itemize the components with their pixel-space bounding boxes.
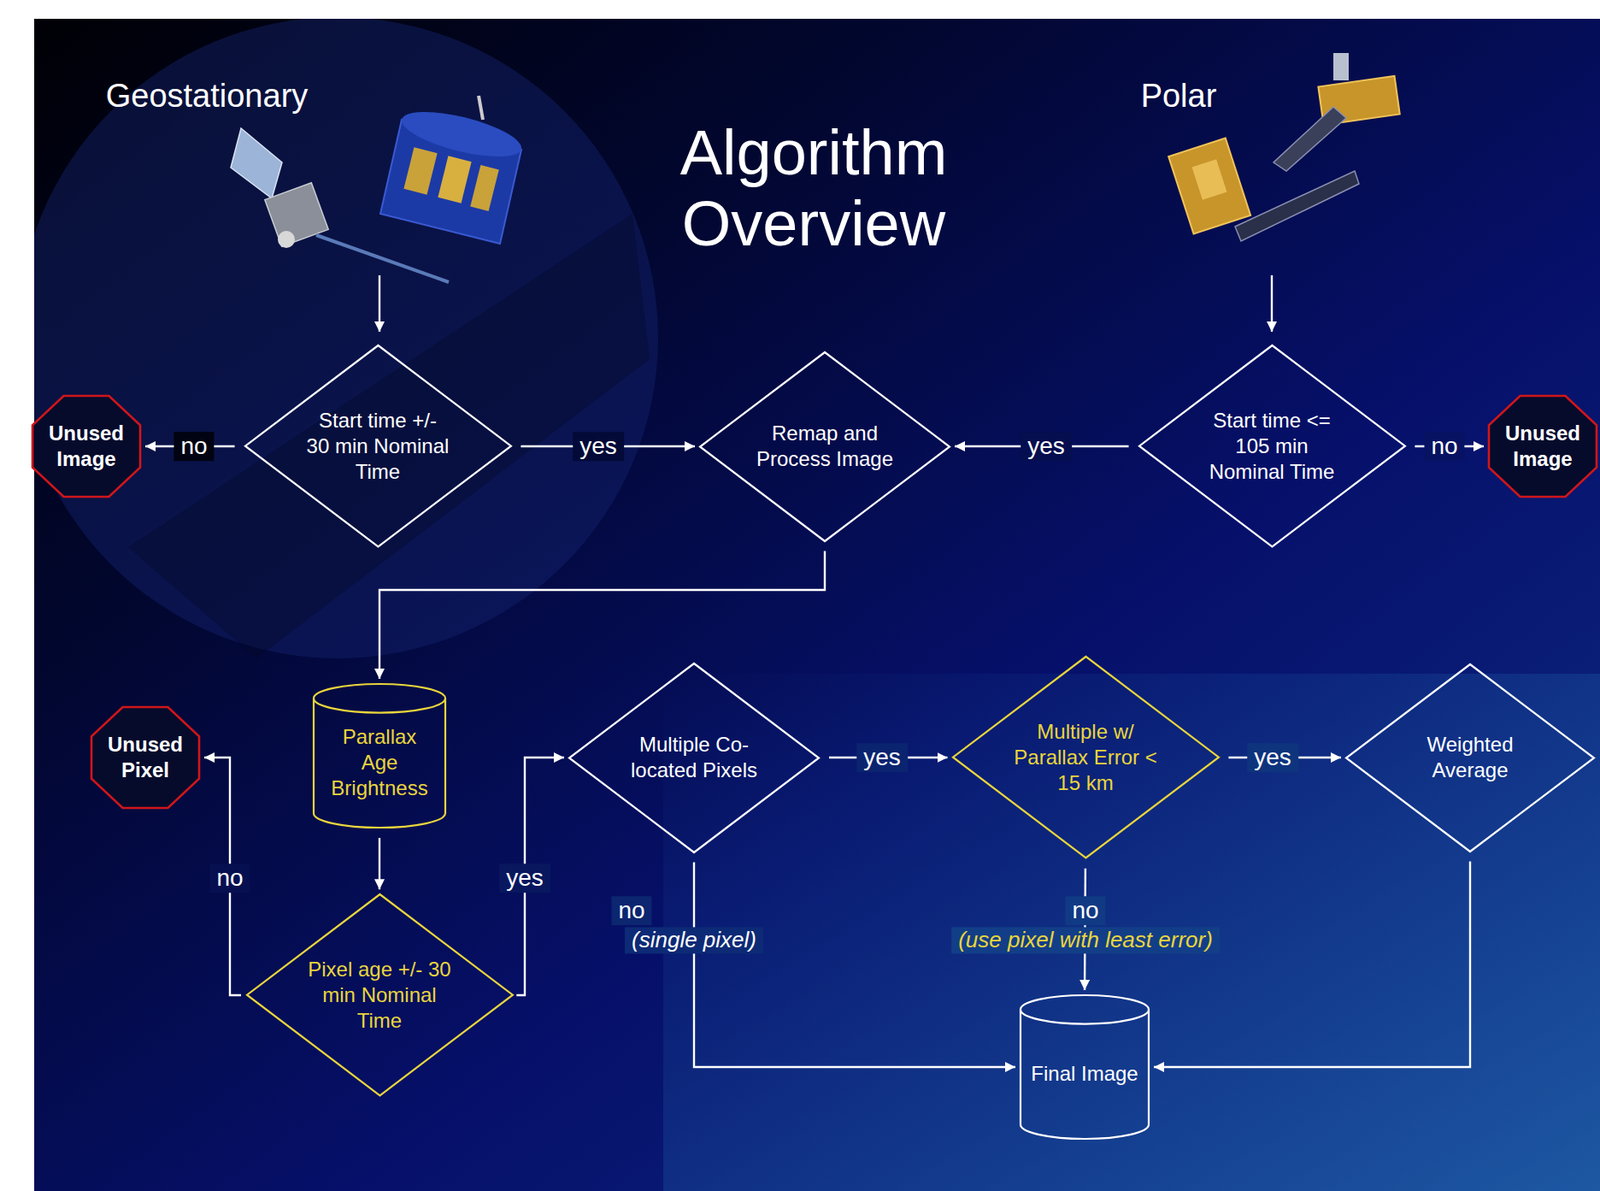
diamond-outline: [1346, 664, 1595, 852]
globe-shade: [128, 213, 650, 659]
node-label: Unused Image: [1500, 420, 1586, 472]
diamond-shape: [245, 345, 512, 547]
branch-label: no: [1423, 431, 1465, 461]
node-text-block: Multiple Co-located Pixels: [622, 731, 766, 783]
process-diamond: Weighted Average: [1346, 664, 1595, 852]
satellite-class-label: Geostationary: [99, 76, 316, 117]
decision-diamond: Multiple Co-located Pixels: [569, 663, 819, 853]
diamond-outline: [569, 663, 819, 853]
node-text-block: Multiple w/ Parallax Error < 15 km: [1013, 718, 1158, 796]
flow-connector: [379, 551, 825, 680]
diamond-shape: [1139, 345, 1406, 547]
panel: [34, 18, 1600, 1191]
branch-note: (single pixel): [624, 926, 764, 953]
node-text-block: Start time <= 105 min Nominal Time: [1200, 407, 1344, 485]
data-store: Parallax Age Brightness: [313, 683, 446, 828]
node-label: Start time +/- 30 min Nominal Time: [305, 407, 450, 485]
satellite-class-label: Polar: [1134, 76, 1224, 117]
diamond-shape: [247, 894, 513, 1095]
flow-connector: [378, 837, 381, 889]
stop-octagon: [1488, 395, 1597, 497]
diamond-shape: [1346, 664, 1595, 852]
node-text-block: Parallax Age Brightness: [323, 723, 436, 801]
node-text-block: Weighted Average: [1398, 731, 1542, 783]
node-label: Start time <= 105 min Nominal Time: [1200, 407, 1344, 485]
flow-connector: [694, 862, 1016, 1068]
diagram-title: Algorithm Overview: [625, 117, 1002, 260]
cylinder-shape: [313, 683, 446, 828]
octagon-shape: [32, 395, 141, 497]
unused-pixel-stop: Unused Pixel: [91, 706, 200, 808]
geo-satellite-drum: [380, 95, 526, 244]
data-store: Final Image: [1020, 994, 1149, 1139]
polar-satellite-upper: [1273, 52, 1400, 171]
branch-label: yes: [572, 431, 624, 461]
globe: [34, 18, 659, 659]
node-label: Parallax Age Brightness: [323, 723, 436, 801]
branch-label: yes: [499, 863, 551, 893]
branch-note: (use pixel with least error): [951, 926, 1220, 953]
branch-label: yes: [1247, 742, 1299, 772]
node-label: Unused Image: [43, 420, 130, 472]
node-label: Unused Pixel: [102, 731, 189, 783]
diamond-shape: [952, 656, 1219, 858]
diamond-shape: [700, 352, 950, 542]
diamond-outline: [700, 352, 950, 542]
node-text-block: Pixel age +/- 30 min Nominal Time: [307, 956, 452, 1034]
node-text-block: Unused Pixel: [102, 731, 189, 783]
node-text-block: Remap and Process Image: [752, 420, 897, 472]
diamond-shape: [569, 663, 819, 853]
branch-label: no: [209, 863, 250, 893]
node-label: Final Image: [1030, 1060, 1138, 1087]
stop-octagon: [32, 395, 141, 497]
polar-satellite-lower: [1168, 137, 1359, 242]
branch-label: no: [1064, 895, 1106, 925]
branch-label: yes: [1020, 431, 1072, 461]
decision-diamond: Start time +/- 30 min Nominal Time: [245, 345, 512, 547]
node-text-block: Final Image: [1030, 1060, 1138, 1087]
node-label: Pixel age +/- 30 min Nominal Time: [307, 956, 452, 1034]
node-label: Remap and Process Image: [752, 420, 897, 472]
branch-label: yes: [856, 742, 908, 772]
node-label: Weighted Average: [1398, 731, 1542, 783]
decision-diamond: Multiple w/ Parallax Error < 15 km: [952, 656, 1219, 858]
node-text-block: Unused Image: [43, 420, 130, 472]
glow: [663, 673, 1600, 1191]
decision-diamond: Pixel age +/- 30 min Nominal Time: [247, 894, 513, 1095]
decision-diamond: Start time <= 105 min Nominal Time: [1139, 345, 1406, 547]
node-label: Multiple Co-located Pixels: [622, 731, 766, 783]
flow-connector: [1153, 861, 1471, 1068]
branch-label: no: [173, 431, 214, 461]
node-label: Multiple w/ Parallax Error < 15 km: [1013, 718, 1158, 796]
node-text-block: Start time +/- 30 min Nominal Time: [305, 407, 450, 485]
branch-label: no: [611, 895, 652, 925]
feed-arrow: [378, 275, 381, 332]
stop-octagon: [91, 706, 200, 808]
unused-image-stop: Unused Image: [32, 395, 141, 497]
cylinder-shape: [1020, 994, 1149, 1139]
node-text-block: Unused Image: [1500, 420, 1586, 472]
octagon-shape: [91, 706, 200, 808]
process-diamond: Remap and Process Image: [700, 352, 950, 542]
unused-image-stop: Unused Image: [1488, 395, 1597, 497]
octagon-shape: [1488, 395, 1597, 497]
feed-arrow: [1270, 275, 1273, 332]
